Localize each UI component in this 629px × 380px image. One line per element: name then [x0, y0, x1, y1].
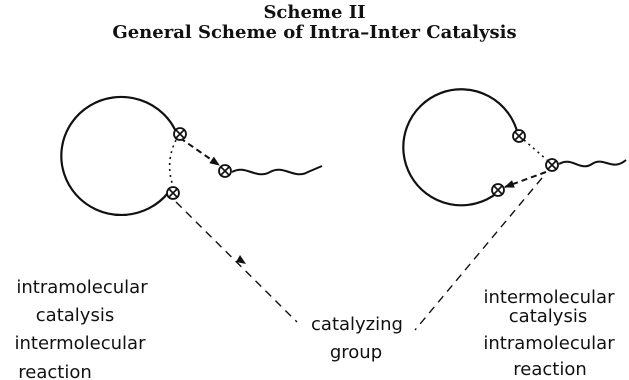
group-symbol-icon: [545, 158, 559, 172]
right-label-line-1: intermolecular: [484, 287, 616, 308]
right-catalysis-arrow: [504, 171, 547, 188]
scheme-title: Scheme II: [263, 2, 366, 23]
group-symbol-icon: [491, 183, 505, 197]
right-ring: [402, 88, 520, 207]
left-label-line-1: intramolecular: [16, 277, 148, 298]
group-symbol-icon: [218, 164, 232, 178]
leader-arrowhead: [236, 255, 246, 264]
group-symbol-icon: [173, 127, 187, 141]
left-catalysis-arrow: [179, 137, 220, 166]
left-label-line-2: catalysis: [36, 305, 114, 326]
center-label-line-2: group: [330, 342, 382, 363]
left-label-line-4: reaction: [18, 362, 92, 380]
left-label-line-3: intermolecular: [15, 333, 147, 354]
scheme-subtitle: General Scheme of Intra–Inter Catalysis: [112, 22, 517, 43]
right-dotted-link: [523, 139, 548, 161]
group-symbol-icon: [512, 129, 526, 143]
right-label-line-2: catalysis: [509, 306, 587, 327]
left-ring: [60, 95, 179, 217]
left-dotted-link: [168, 139, 177, 187]
group-symbol-icon: [166, 186, 180, 200]
right-leader-line: [414, 177, 543, 331]
right-label-line-4: reaction: [513, 359, 587, 380]
right-label-line-3: intramolecular: [483, 333, 615, 354]
right-substrate-chain: [558, 159, 627, 168]
left-substrate-chain: [231, 165, 323, 176]
center-label-line-1: catalyzing: [311, 314, 403, 335]
